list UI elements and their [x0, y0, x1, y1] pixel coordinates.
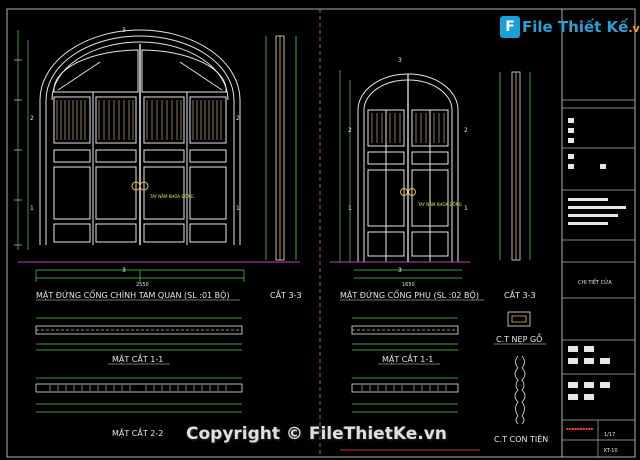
sub-gate-elevation: [330, 73, 470, 263]
main-gate-width-dim: 2550: [136, 282, 149, 288]
logo-name: File Thiết Kế: [522, 18, 629, 36]
svg-text:3: 3: [398, 57, 402, 64]
logo-text: File Thiết Kế.vn: [522, 18, 640, 36]
main-gate-section-markers: 3 3 2 2 1 1: [30, 27, 240, 274]
main-gate-title: MẶT ĐỨNG CỔNG CHÍNH TAM QUAN (SL :01 BỘ): [36, 288, 230, 301]
site-logo[interactable]: F File Thiết Kế.vn: [500, 12, 640, 42]
sub-gate-lattice: [371, 113, 445, 143]
svg-text:3: 3: [398, 267, 402, 274]
title-block-sheet-title: CHI TIẾT CỬA: [578, 278, 612, 286]
svg-text:2: 2: [464, 127, 468, 134]
sub-gate-dimensions: [339, 70, 462, 279]
main-gate-section-3-3-label: CẮT 3-3: [270, 288, 302, 300]
main-gate-handles: [131, 181, 149, 191]
svg-text:1: 1: [348, 205, 352, 212]
baluster-detail: [514, 355, 526, 425]
main-gate-dim-ticks: [14, 59, 22, 246]
main-gate-section-3-3: [265, 35, 297, 261]
main-gate-section-2-2: [35, 377, 243, 413]
svg-text:3: 3: [122, 27, 126, 34]
title-block-scale: 1/17: [604, 432, 615, 438]
main-gate-handle-note: TAY NẮM KHÓA ĐỒNG: [149, 194, 194, 199]
logo-suffix: .vn: [628, 22, 640, 35]
sub-gate-section-1-1-label: MẶT CẮT 1-1: [382, 352, 433, 365]
main-gate-dimensions: [17, 30, 245, 282]
title-block-red-note: ▪▪▪▪▪▪▪▪▪▪: [566, 426, 593, 431]
sub-gate-section-3-3: [499, 71, 531, 261]
main-gate-lattice: [56, 100, 222, 140]
sub-gate-section-1-1: [351, 317, 459, 351]
sub-gate-width-dim: 1650: [402, 282, 415, 288]
sub-gate-section-3-3-label: CẮT 3-3: [504, 288, 536, 300]
svg-text:1: 1: [30, 205, 34, 212]
title-block-stamps: [568, 118, 626, 400]
svg-text:3: 3: [122, 267, 126, 274]
logo-icon: F: [500, 16, 520, 38]
title-block-sheet-code: KT-10: [604, 448, 618, 454]
sub-gate-section-2-2-hatch: [361, 385, 447, 391]
sub-gate-handle-note: TAY NẮM KHÓA ĐỒNG: [417, 202, 462, 207]
main-gate-section-2-2-hatch: [49, 385, 227, 391]
wood-strip-detail: [507, 311, 531, 327]
main-gate-elevation: [18, 29, 300, 263]
main-gate-section-1-1-label: MẶT CẮT 1-1: [112, 352, 163, 365]
wood-strip-detail-label: C.T NẸP GỖ: [496, 332, 542, 345]
baluster-detail-label: C.T CON TIỆN: [494, 433, 548, 445]
svg-text:2: 2: [30, 115, 34, 122]
sub-gate-title: MẶT ĐỨNG CỔNG PHỤ (SL :02 BỘ): [340, 288, 479, 301]
sub-gate-handles: [400, 188, 416, 196]
svg-text:1: 1: [236, 205, 240, 212]
svg-text:2: 2: [348, 127, 352, 134]
main-gate-section-1-1: [35, 317, 243, 351]
svg-text:1: 1: [464, 205, 468, 212]
title-block: [562, 99, 635, 457]
copyright-watermark: Copyright © FileThietKe.vn: [186, 424, 447, 444]
svg-text:2: 2: [236, 115, 240, 122]
main-gate-section-2-2-label: MẶT CẮT 2-2: [112, 426, 163, 439]
sub-gate-section-2-2: [351, 377, 459, 413]
sub-gate-section-markers: 3 3 2 2 1 1: [348, 57, 468, 274]
